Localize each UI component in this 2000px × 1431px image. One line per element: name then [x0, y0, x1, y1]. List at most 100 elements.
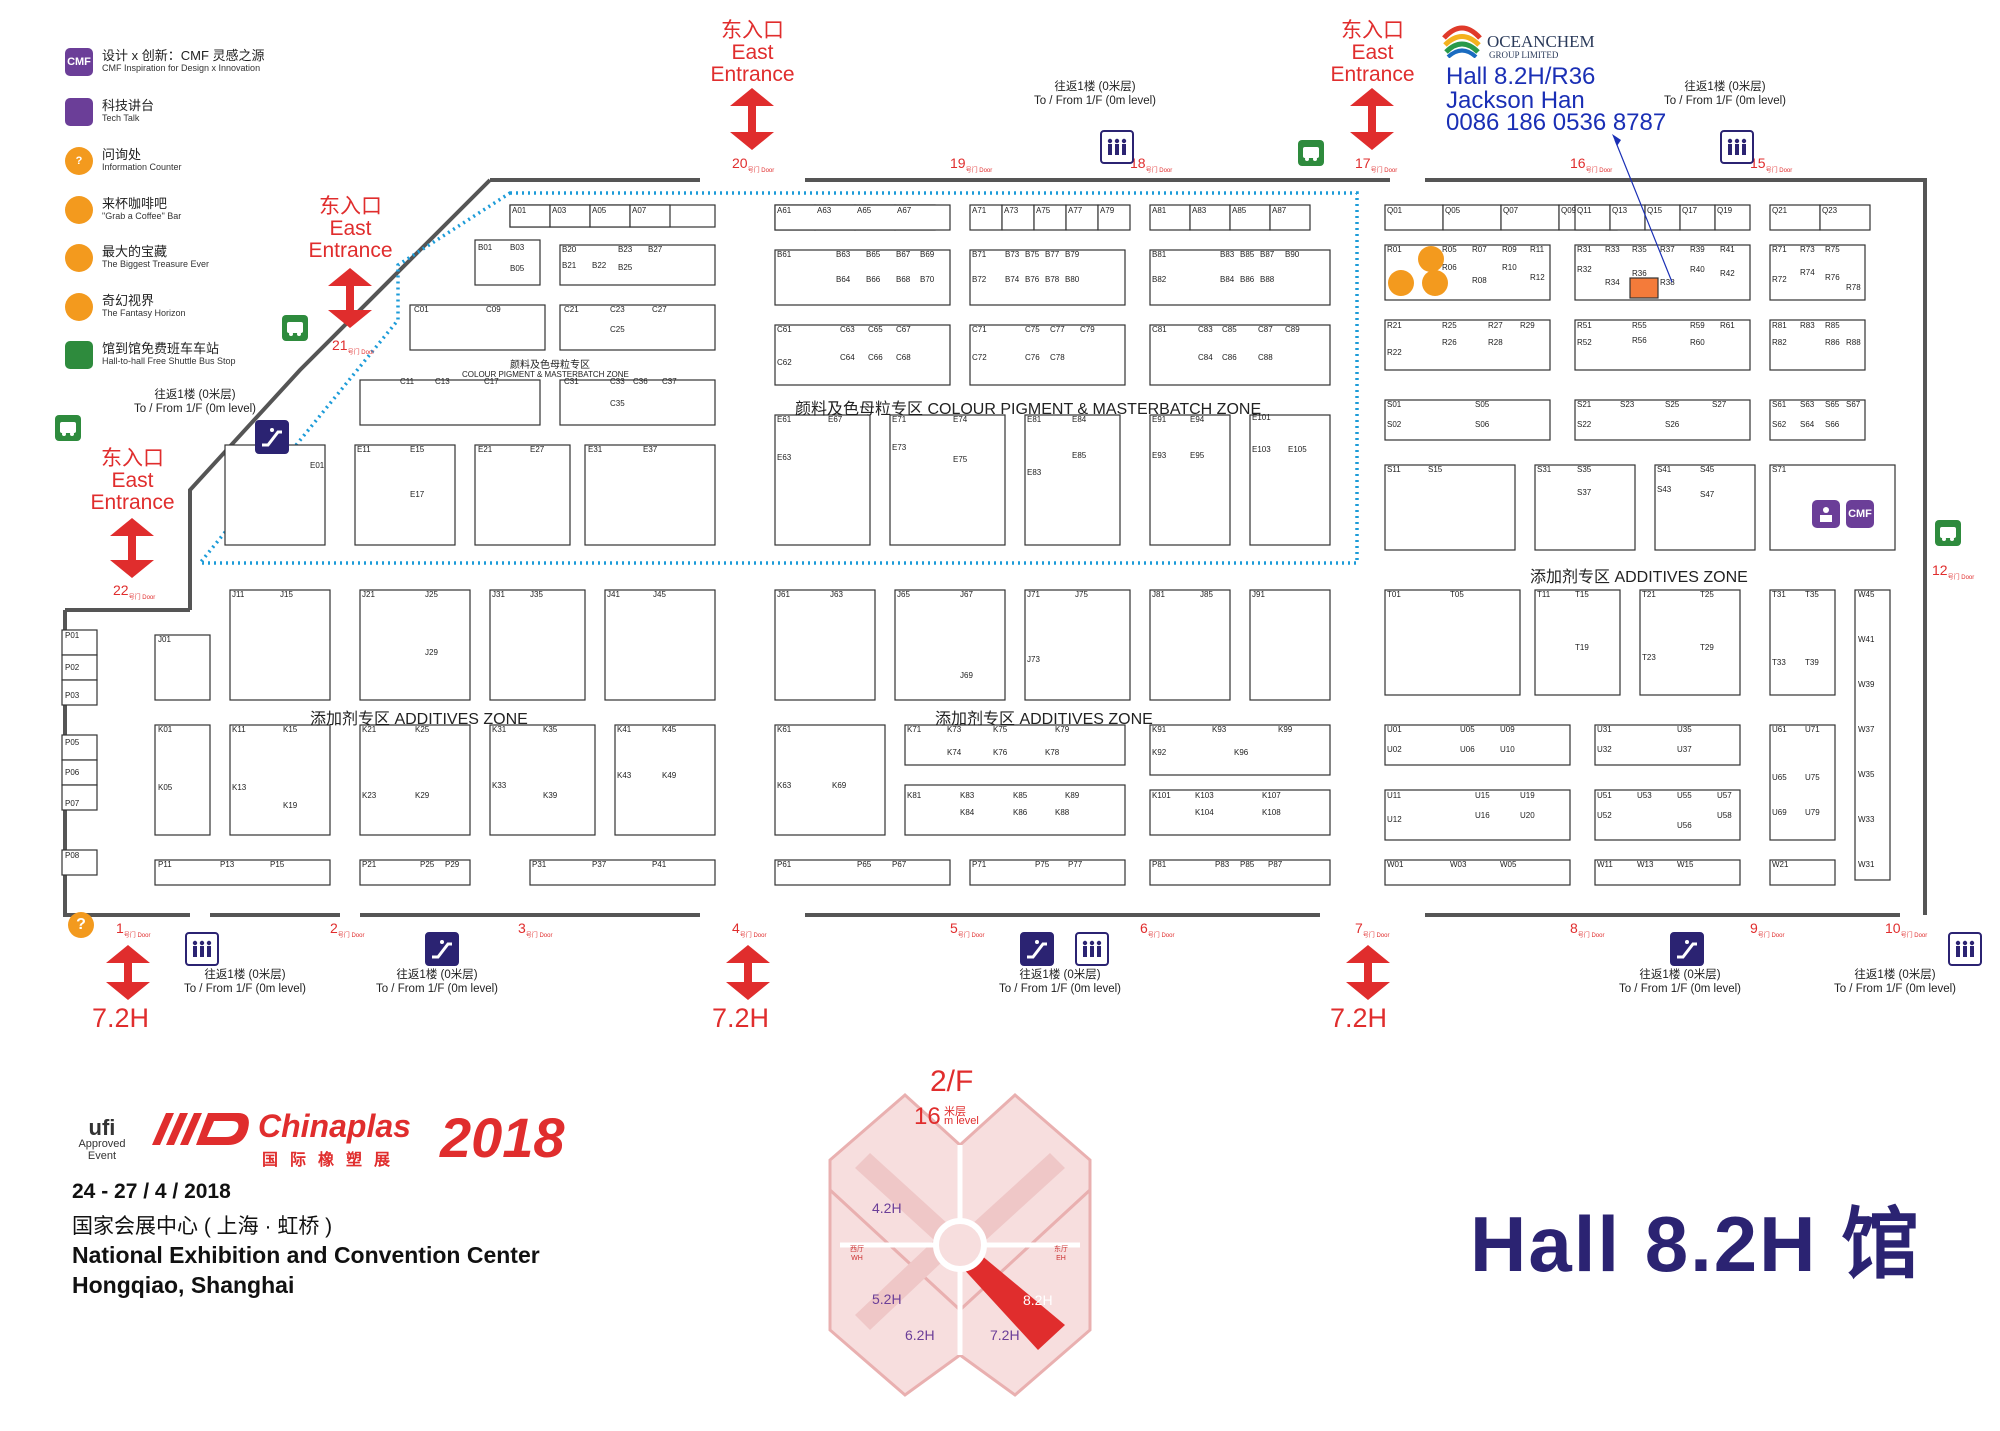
- booth-w45[interactable]: W45: [1858, 590, 1875, 599]
- booth-u15[interactable]: U15: [1475, 791, 1490, 800]
- booth-r56[interactable]: R56: [1632, 336, 1647, 345]
- booth-b84[interactable]: B84: [1220, 275, 1235, 284]
- booth-q01[interactable]: Q01: [1387, 206, 1403, 215]
- booth-k33[interactable]: K33: [492, 781, 507, 790]
- booth-b75[interactable]: B75: [1025, 250, 1040, 259]
- booth-p37[interactable]: P37: [592, 860, 607, 869]
- booth-b78[interactable]: B78: [1045, 275, 1060, 284]
- booth-c87[interactable]: C87: [1258, 325, 1273, 334]
- booth-b66[interactable]: B66: [866, 275, 881, 284]
- booth-s62[interactable]: S62: [1772, 420, 1787, 429]
- booth-t31[interactable]: T31: [1772, 590, 1786, 599]
- booth-r78[interactable]: R78: [1846, 283, 1861, 292]
- booth-b01[interactable]: B01: [478, 243, 493, 252]
- booth-c11[interactable]: C11: [400, 377, 415, 386]
- booth-b70[interactable]: B70: [920, 275, 935, 284]
- booth-j31[interactable]: J31: [492, 590, 505, 599]
- booth-k01[interactable]: K01: [158, 725, 173, 734]
- booth-q15[interactable]: Q15: [1647, 206, 1663, 215]
- booth-k88[interactable]: K88: [1055, 808, 1070, 817]
- booth-c68[interactable]: C68: [896, 353, 911, 362]
- booth-r83[interactable]: R83: [1800, 321, 1815, 330]
- booth-s05[interactable]: S05: [1475, 400, 1490, 409]
- booth-r75[interactable]: R75: [1825, 245, 1840, 254]
- booth-b21[interactable]: B21: [562, 261, 577, 270]
- booth-w37[interactable]: W37: [1858, 725, 1875, 734]
- booth-p11[interactable]: P11: [158, 860, 172, 869]
- booth-c71[interactable]: C71: [972, 325, 987, 334]
- booth-s21[interactable]: S21: [1577, 400, 1592, 409]
- booth-r60[interactable]: R60: [1690, 338, 1705, 347]
- booth-s23[interactable]: S23: [1620, 400, 1635, 409]
- booth-a77[interactable]: A77: [1068, 206, 1083, 215]
- booth-e94[interactable]: E94: [1190, 415, 1205, 424]
- booth-k61[interactable]: K61: [777, 725, 792, 734]
- booth-j21[interactable]: J21: [362, 590, 375, 599]
- booth-t33[interactable]: T33: [1772, 658, 1786, 667]
- booth-p21[interactable]: P21: [362, 860, 377, 869]
- booth-a73[interactable]: A73: [1004, 206, 1019, 215]
- booth-u65[interactable]: U65: [1772, 773, 1787, 782]
- booth-w39[interactable]: W39: [1858, 680, 1875, 689]
- booth-u58[interactable]: U58: [1717, 811, 1732, 820]
- booth-w31[interactable]: W31: [1858, 860, 1875, 869]
- booth-e91[interactable]: E91: [1152, 415, 1167, 424]
- booth-c31[interactable]: C31: [564, 377, 579, 386]
- booth-u06[interactable]: U06: [1460, 745, 1475, 754]
- booth-j41[interactable]: J41: [607, 590, 620, 599]
- booth-b82[interactable]: B82: [1152, 275, 1167, 284]
- booth-r74[interactable]: R74: [1800, 268, 1815, 277]
- booth-k91[interactable]: K91: [1152, 725, 1167, 734]
- booth-p25[interactable]: P25: [420, 860, 435, 869]
- booth-b83[interactable]: B83: [1220, 250, 1235, 259]
- booth-j69[interactable]: J69: [960, 671, 973, 680]
- booth-r33[interactable]: R33: [1605, 245, 1620, 254]
- booth-r32[interactable]: R32: [1577, 265, 1592, 274]
- booth-k108[interactable]: K108: [1262, 808, 1281, 817]
- booth-p83[interactable]: P83: [1215, 860, 1230, 869]
- booth-k35[interactable]: K35: [543, 725, 558, 734]
- booth-c67[interactable]: C67: [896, 325, 911, 334]
- booth-j73[interactable]: J73: [1027, 655, 1040, 664]
- booth-u09[interactable]: U09: [1500, 725, 1515, 734]
- booth-k99[interactable]: K99: [1278, 725, 1293, 734]
- booth-r31[interactable]: R31: [1577, 245, 1592, 254]
- booth-u35[interactable]: U35: [1677, 725, 1692, 734]
- booth-p67[interactable]: P67: [892, 860, 907, 869]
- booth-r81[interactable]: R81: [1772, 321, 1787, 330]
- booth-s25[interactable]: S25: [1665, 400, 1680, 409]
- booth-b72[interactable]: B72: [972, 275, 987, 284]
- booth-r38[interactable]: R38: [1660, 278, 1675, 287]
- booth-s65[interactable]: S65: [1825, 400, 1840, 409]
- booth-p75[interactable]: P75: [1035, 860, 1050, 869]
- booth-c77[interactable]: C77: [1050, 325, 1065, 334]
- booth-p81[interactable]: P81: [1152, 860, 1167, 869]
- booth-q05[interactable]: Q05: [1445, 206, 1461, 215]
- booth-r40[interactable]: R40: [1690, 265, 1705, 274]
- booth-b27[interactable]: B27: [648, 245, 663, 254]
- booth-j75[interactable]: J75: [1075, 590, 1088, 599]
- booth-k84[interactable]: K84: [960, 808, 975, 817]
- booth-e27[interactable]: E27: [530, 445, 545, 454]
- booth-b90[interactable]: B90: [1285, 250, 1300, 259]
- booth-b23[interactable]: B23: [618, 245, 633, 254]
- booth-t15[interactable]: T15: [1575, 590, 1589, 599]
- booth-e73[interactable]: E73: [892, 443, 907, 452]
- booth-b20[interactable]: B20: [562, 245, 577, 254]
- booth-b77[interactable]: B77: [1045, 250, 1060, 259]
- booth-b65[interactable]: B65: [866, 250, 881, 259]
- booth-w21[interactable]: W21: [1772, 860, 1789, 869]
- booth-e95[interactable]: E95: [1190, 451, 1205, 460]
- booth-p08[interactable]: P08: [65, 851, 80, 860]
- booth-b71[interactable]: B71: [972, 250, 987, 259]
- booth-p07[interactable]: P07: [65, 799, 80, 808]
- booth-j91[interactable]: J91: [1252, 590, 1265, 599]
- booth-r41[interactable]: R41: [1720, 245, 1735, 254]
- booth-u11[interactable]: U11: [1387, 791, 1402, 800]
- booth-t39[interactable]: T39: [1805, 658, 1819, 667]
- booth-c27[interactable]: C27: [652, 305, 667, 314]
- booth-u32[interactable]: U32: [1597, 745, 1612, 754]
- booth-c64[interactable]: C64: [840, 353, 855, 362]
- booth-j15[interactable]: J15: [280, 590, 293, 599]
- booth-k81[interactable]: K81: [907, 791, 922, 800]
